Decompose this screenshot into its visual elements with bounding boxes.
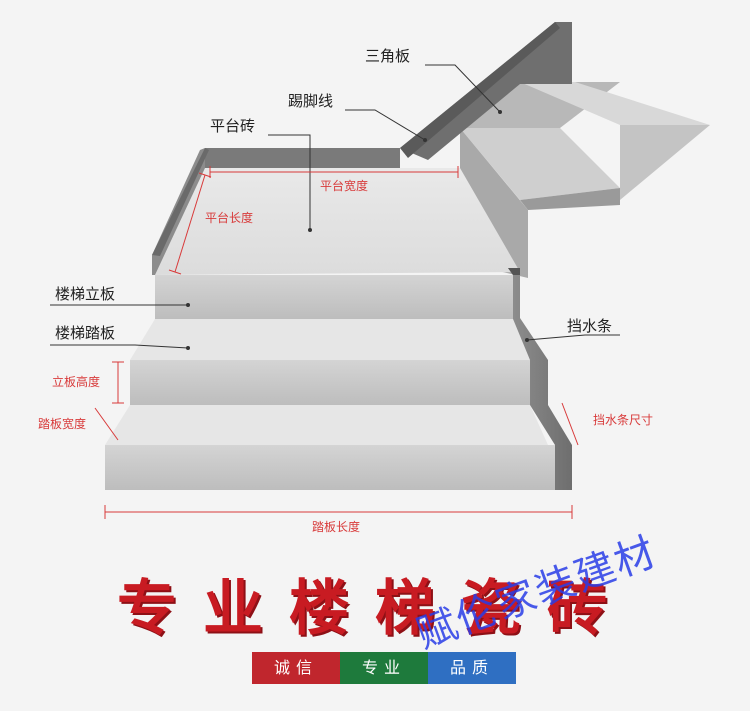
slogan-title: 专业楼梯瓷砖: [117, 574, 633, 644]
dim-tread-length: 踏板长度: [312, 519, 360, 534]
label-water-stop: 挡水条: [567, 317, 612, 335]
badge-professional: 专业: [340, 652, 428, 684]
label-platform-tile: 平台砖: [210, 117, 255, 135]
dim-platform-length: 平台长度: [205, 210, 253, 225]
label-skirting-line: 踢脚线: [288, 92, 333, 110]
dim-tread-width: 踏板宽度: [38, 416, 86, 431]
label-triangle-board: 三角板: [365, 47, 410, 65]
dim-riser-height: 立板高度: [52, 374, 100, 389]
badge-quality: 品质: [428, 652, 516, 684]
badge-row: 诚信 专业 品质: [252, 652, 516, 684]
triangle-board: [400, 22, 572, 160]
platform: [152, 148, 520, 275]
dim-water-stop-size: 挡水条尺寸: [593, 413, 653, 427]
badge-integrity: 诚信: [252, 652, 340, 684]
label-stair-riser: 楼梯立板: [55, 285, 115, 303]
dimension-lines: [94, 166, 579, 519]
leader-lines: [50, 64, 620, 349]
dim-platform-width: 平台宽度: [320, 178, 368, 193]
label-stair-tread: 楼梯踏板: [55, 324, 115, 342]
stair-steps: [105, 275, 555, 490]
leader-dots: [186, 110, 529, 350]
water-stop-strip: [508, 268, 572, 490]
